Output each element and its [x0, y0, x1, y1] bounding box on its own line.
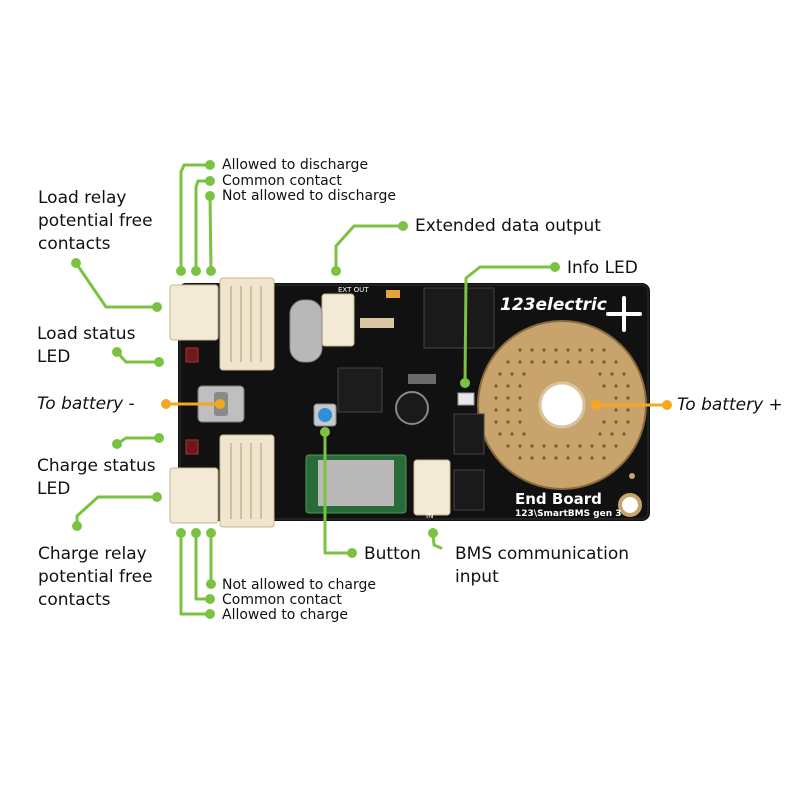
resistor	[360, 318, 394, 328]
corner-hole	[629, 473, 635, 479]
smd-part-orange	[386, 290, 400, 298]
load-status-led-part	[185, 347, 199, 363]
mounting-hole	[618, 493, 642, 517]
capacitor	[395, 391, 429, 425]
mosfet-top	[423, 287, 495, 349]
pad-hole	[538, 381, 586, 429]
board-copper-edge	[179, 284, 649, 520]
orange-callout-lines	[164, 402, 669, 407]
label-allowed-to-discharge: Allowed to discharge	[222, 157, 369, 173]
crystal-oscillator	[289, 299, 323, 363]
info-led-part	[457, 392, 475, 406]
label-extended-data-output: Extended data output	[415, 216, 601, 236]
extended-output-connector	[321, 293, 355, 347]
label-to-battery-plus: To battery +	[677, 395, 783, 415]
label-charge-status-led: Charge status LED	[37, 456, 156, 499]
orange-callout-dots	[161, 399, 672, 410]
charge-status-led-part	[185, 439, 199, 455]
label-common-contact-charge: Common contact	[222, 592, 342, 608]
load-relay-connector	[169, 284, 219, 341]
mosfet-bottom	[453, 469, 485, 511]
board-subtitle: 123\SmartBMS gen 3	[515, 509, 622, 519]
label-not-allowed-to-discharge: Not allowed to discharge	[222, 188, 397, 204]
bms-input-connector	[413, 459, 451, 516]
label-load-relay-contacts: Load relay potential free contacts	[38, 188, 153, 254]
smd-part	[408, 374, 436, 384]
button-cap[interactable]	[318, 408, 332, 422]
label-allowed-to-charge: Allowed to charge	[222, 607, 348, 623]
module-shield	[318, 460, 394, 506]
silk-in: IN	[426, 512, 433, 520]
label-to-battery-minus: To battery -	[37, 394, 135, 414]
brand-logo: 123electric	[500, 295, 607, 315]
silk-ext-out: EXT OUT	[338, 286, 369, 294]
pad-vias	[494, 348, 630, 460]
charge-relay	[219, 434, 275, 528]
label-bms-communication-input: BMS communication input	[455, 544, 629, 587]
label-button: Button	[364, 544, 421, 564]
charge-relay-connector	[169, 467, 219, 524]
label-info-led: Info LED	[567, 258, 638, 278]
label-charge-relay-contacts: Charge relay potential free contacts	[38, 544, 153, 610]
microcontroller-chip	[337, 367, 383, 413]
label-not-allowed-to-charge: Not allowed to charge	[222, 577, 376, 593]
mosfet-mid	[453, 413, 485, 455]
board-title: End Board	[515, 490, 602, 508]
green-callout-dots	[71, 160, 560, 619]
label-load-status-led: Load status LED	[37, 324, 136, 367]
label-common-contact-load: Common contact	[222, 173, 342, 189]
load-relay	[219, 277, 275, 371]
plus-sign-icon	[606, 296, 642, 332]
